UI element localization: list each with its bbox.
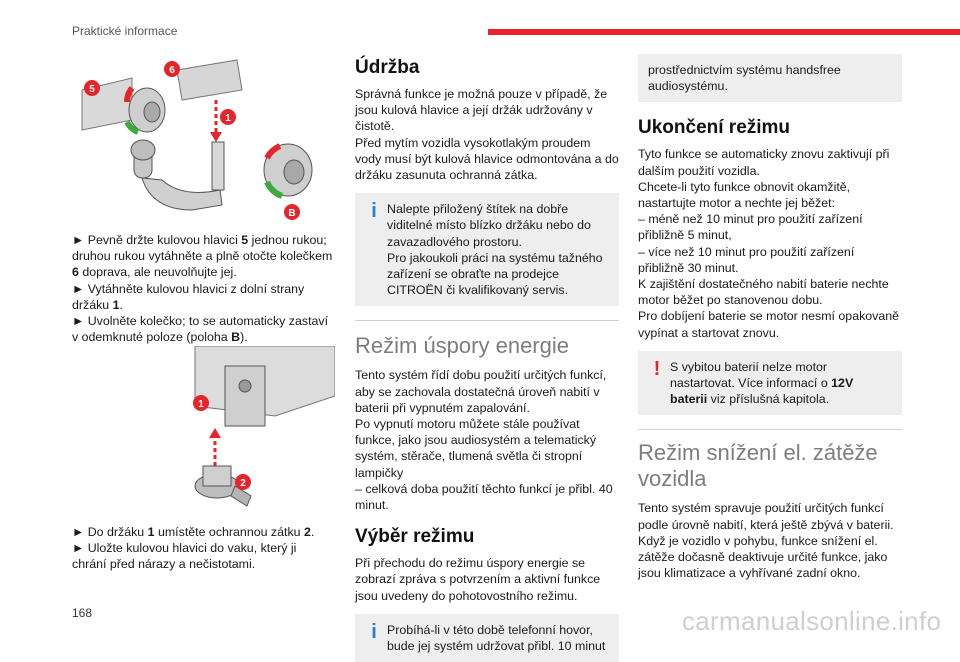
svg-text:5: 5 [89,84,95,95]
tow-ball [130,139,225,211]
callout-1 [220,109,236,125]
callout-B [284,204,300,220]
warning-box-battery: ! S vybitou baterií nelze motor nastarto… [638,350,902,416]
ukonceni-text-2: Chcete-li tyto funkce obnovit okamžitě, … [638,179,851,211]
vyber-text: Při přechodu do režimu úspory energie se… [355,556,601,603]
udrzba-text-2: Před mytím vozidla vysokotlakým proudem … [355,135,619,183]
uspora-text-3: – celková doba použití těchto funkcí je … [355,481,613,513]
udrzba-text-1: Správná funkce je možná pouze v případě,… [355,87,608,134]
heading-udrzba: Údržba [355,57,420,78]
info-icon: i [371,620,377,643]
svg-text:1: 1 [225,113,231,124]
step-insert-plug: ► Do držáku 1 umístěte ochrannou zátku 2… [72,525,315,539]
heading-snizeni: Režim snížení el. zátěže vozidla [638,440,878,492]
warning-icon: ! [653,357,661,380]
step-hold-ball: ► Pevně držte kulovou hlavici 5 jednou r… [72,233,333,280]
uspora-text-1: Tento systém řídí dobu použití určitých … [355,368,607,415]
callout-5 [84,80,100,96]
ukonceni-text-4: – více než 10 minut pro použití zařízení… [638,244,855,275]
running-header: Praktické informace [72,24,178,38]
step-release-knob: ► Uvolněte kolečko; to se automaticky za… [72,314,329,345]
snizeni-text: Tento systém spravuje použití určitých f… [638,501,894,581]
protective-plug-illustration: 1 2 [155,345,336,514]
info-icon: i [371,200,377,223]
tow-knob-inset [263,143,313,199]
callout-1-plug [193,395,209,411]
section-divider [638,429,902,431]
ukonceni-text-1: Tyto funkce se automaticky znovu zaktivu… [638,147,890,178]
svg-text:6: 6 [169,65,175,76]
ukonceni-text-6: Pro dobíjení baterie se motor nesmí opak… [638,309,900,340]
ukonceni-text-3: – méně než 10 minut pro použití zařízení… [638,212,863,243]
heading-ukonceni: Ukončení režimu [638,117,791,139]
towbar-removal-illustration: 5 6 1 B [72,50,334,226]
svg-text:1: 1 [198,399,204,410]
callout-2 [235,474,251,490]
heading-uspora: Režim úspory energie [355,333,569,359]
svg-text:B: B [288,208,295,219]
tow-knob-left [123,86,166,135]
heading-vyber: Výběr režimu [355,526,475,548]
info-box-call: i Probíhá-li v této době telefonní hovor… [355,613,619,662]
svg-text:2: 2 [240,478,246,489]
watermark: carmanualsonline.info [682,606,942,636]
section-divider [355,320,619,322]
ukonceni-text-5: K zajištění dostatečného nabití baterie … [638,277,889,308]
info-box-call-cont: prostřednictvím systému handsfree audios… [638,54,902,103]
info-box-label: i Nalepte přiložený štítek na dobře vidi… [355,193,619,307]
header-accent-bar [488,29,960,35]
page-number: 168 [72,606,93,620]
step-pull-ball: ► Vytáhněte kulovou hlavici z dolní stra… [72,281,305,312]
callout-6 [164,61,180,77]
uspora-text-2: Po vypnutí motoru můžete stále používat … [355,417,597,480]
step-store-ball: ► Uložte kulovou hlavici do vaku, který … [72,541,297,572]
protective-plug [194,465,252,507]
